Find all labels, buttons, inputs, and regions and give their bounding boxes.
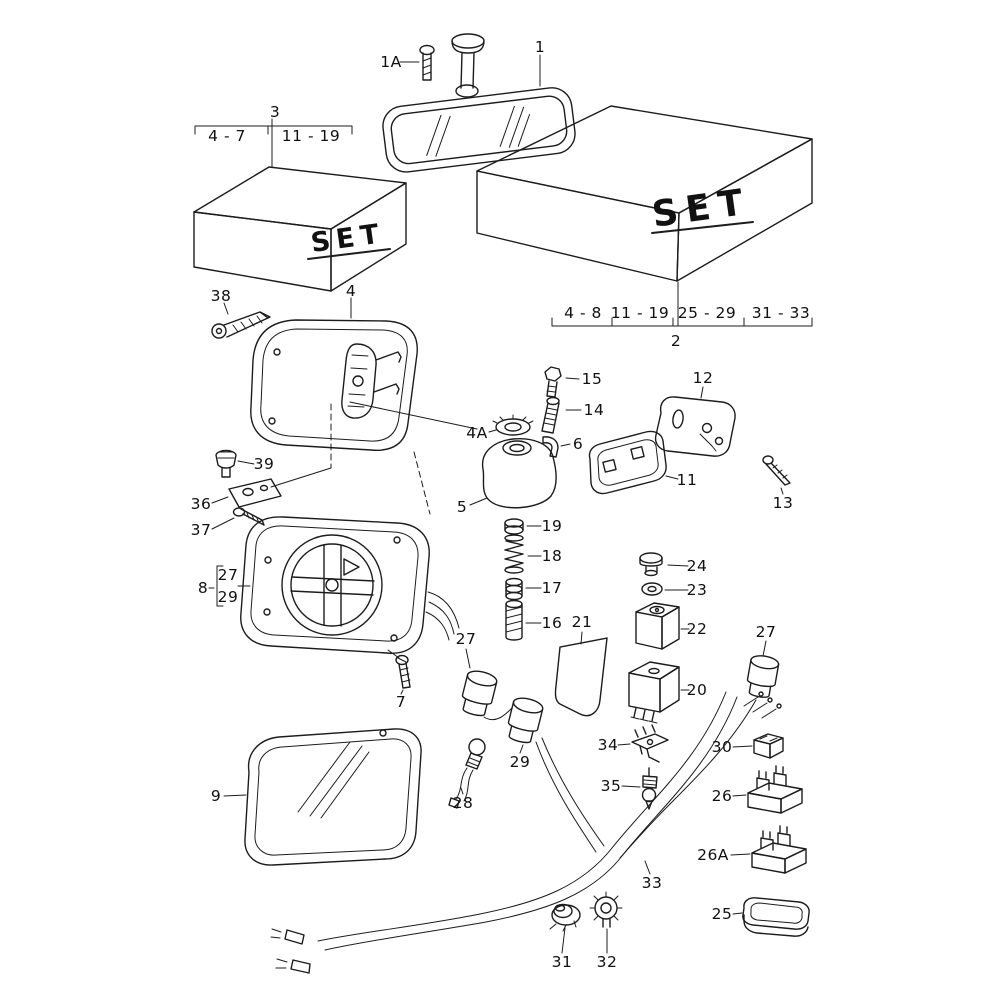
leader-39	[237, 460, 255, 465]
leader-6	[560, 443, 571, 447]
leader-4-36	[270, 467, 332, 488]
set-box-left-art	[193, 166, 407, 292]
leader-31	[561, 927, 566, 954]
part-7-art	[395, 654, 411, 689]
leader-21	[580, 631, 583, 645]
part-31-art	[549, 903, 581, 932]
group-8-bracket	[208, 565, 251, 607]
leader-27-left	[465, 648, 471, 669]
leader-4-8-dashed	[413, 451, 431, 515]
part-17-art	[505, 577, 523, 601]
leader-25	[732, 912, 743, 915]
part-16-bolt-art	[505, 599, 523, 641]
part-27-right-art	[746, 655, 780, 698]
leader-24	[667, 564, 689, 567]
part-36-art	[228, 478, 282, 508]
leader-13	[780, 487, 784, 495]
part-22-switch-art	[635, 602, 680, 650]
part-12-art	[654, 396, 736, 457]
part-23-art	[641, 582, 663, 596]
set-underline-right	[651, 221, 754, 234]
part-38-art	[211, 311, 271, 339]
part-33-harness-art	[270, 691, 782, 974]
part-1-mirror-art	[382, 33, 576, 173]
part-28-art	[448, 738, 486, 809]
leader-4A	[488, 429, 497, 433]
leader-15	[565, 377, 580, 380]
group-2-bracket	[551, 281, 813, 327]
set-underline-left	[307, 248, 391, 260]
part-8-housing-art	[240, 516, 460, 654]
set-box-right-art	[476, 105, 813, 282]
leader-12	[700, 386, 704, 399]
part-26-art	[747, 765, 803, 814]
leader-26A	[730, 853, 751, 856]
part-27-left-art	[461, 670, 498, 717]
leader-38	[223, 302, 229, 315]
leader-7-housing	[387, 649, 400, 659]
part-18-spring-art	[504, 534, 524, 574]
group-3-bracket	[194, 118, 353, 168]
leader-33	[644, 860, 651, 875]
part-6-art	[542, 436, 559, 458]
leader-36	[211, 496, 229, 504]
leader-4-4A	[349, 401, 478, 430]
leader-27-right	[762, 640, 767, 657]
leader-30	[732, 745, 753, 748]
part-5-art	[481, 437, 557, 509]
part-30-art	[753, 733, 784, 759]
part-21-art	[554, 637, 608, 717]
part-1A-screw-art	[419, 44, 435, 81]
part-9-glass-art	[244, 728, 422, 866]
part-29-sleeve-art	[507, 697, 544, 744]
part-34-art	[631, 724, 669, 763]
leader-11	[665, 475, 679, 480]
part-26A-art	[751, 825, 807, 874]
part-14-art	[541, 396, 560, 434]
part-13-art	[762, 455, 791, 486]
part-4-housing-art	[250, 319, 418, 451]
part-35-art	[641, 767, 658, 810]
leader-34	[617, 743, 631, 746]
leader-7	[400, 689, 404, 695]
leader-37	[211, 517, 235, 530]
part-24-art	[639, 552, 663, 577]
part-19-art	[504, 518, 524, 535]
leader-lines	[211, 54, 784, 954]
leader-5	[469, 497, 488, 506]
set-label-left: SET	[309, 218, 387, 259]
part-15-art	[544, 366, 562, 398]
part-25-art	[742, 897, 810, 937]
leader-35	[621, 785, 641, 788]
part-4A-art	[492, 414, 534, 436]
part-11-art	[588, 430, 667, 495]
part-39-art	[215, 449, 237, 478]
leader-29	[519, 744, 524, 754]
leader-26	[732, 794, 747, 797]
leader-28	[460, 787, 464, 795]
part-32-art	[589, 891, 623, 928]
leader-9	[223, 794, 247, 797]
part-20-relay-art	[628, 661, 680, 724]
